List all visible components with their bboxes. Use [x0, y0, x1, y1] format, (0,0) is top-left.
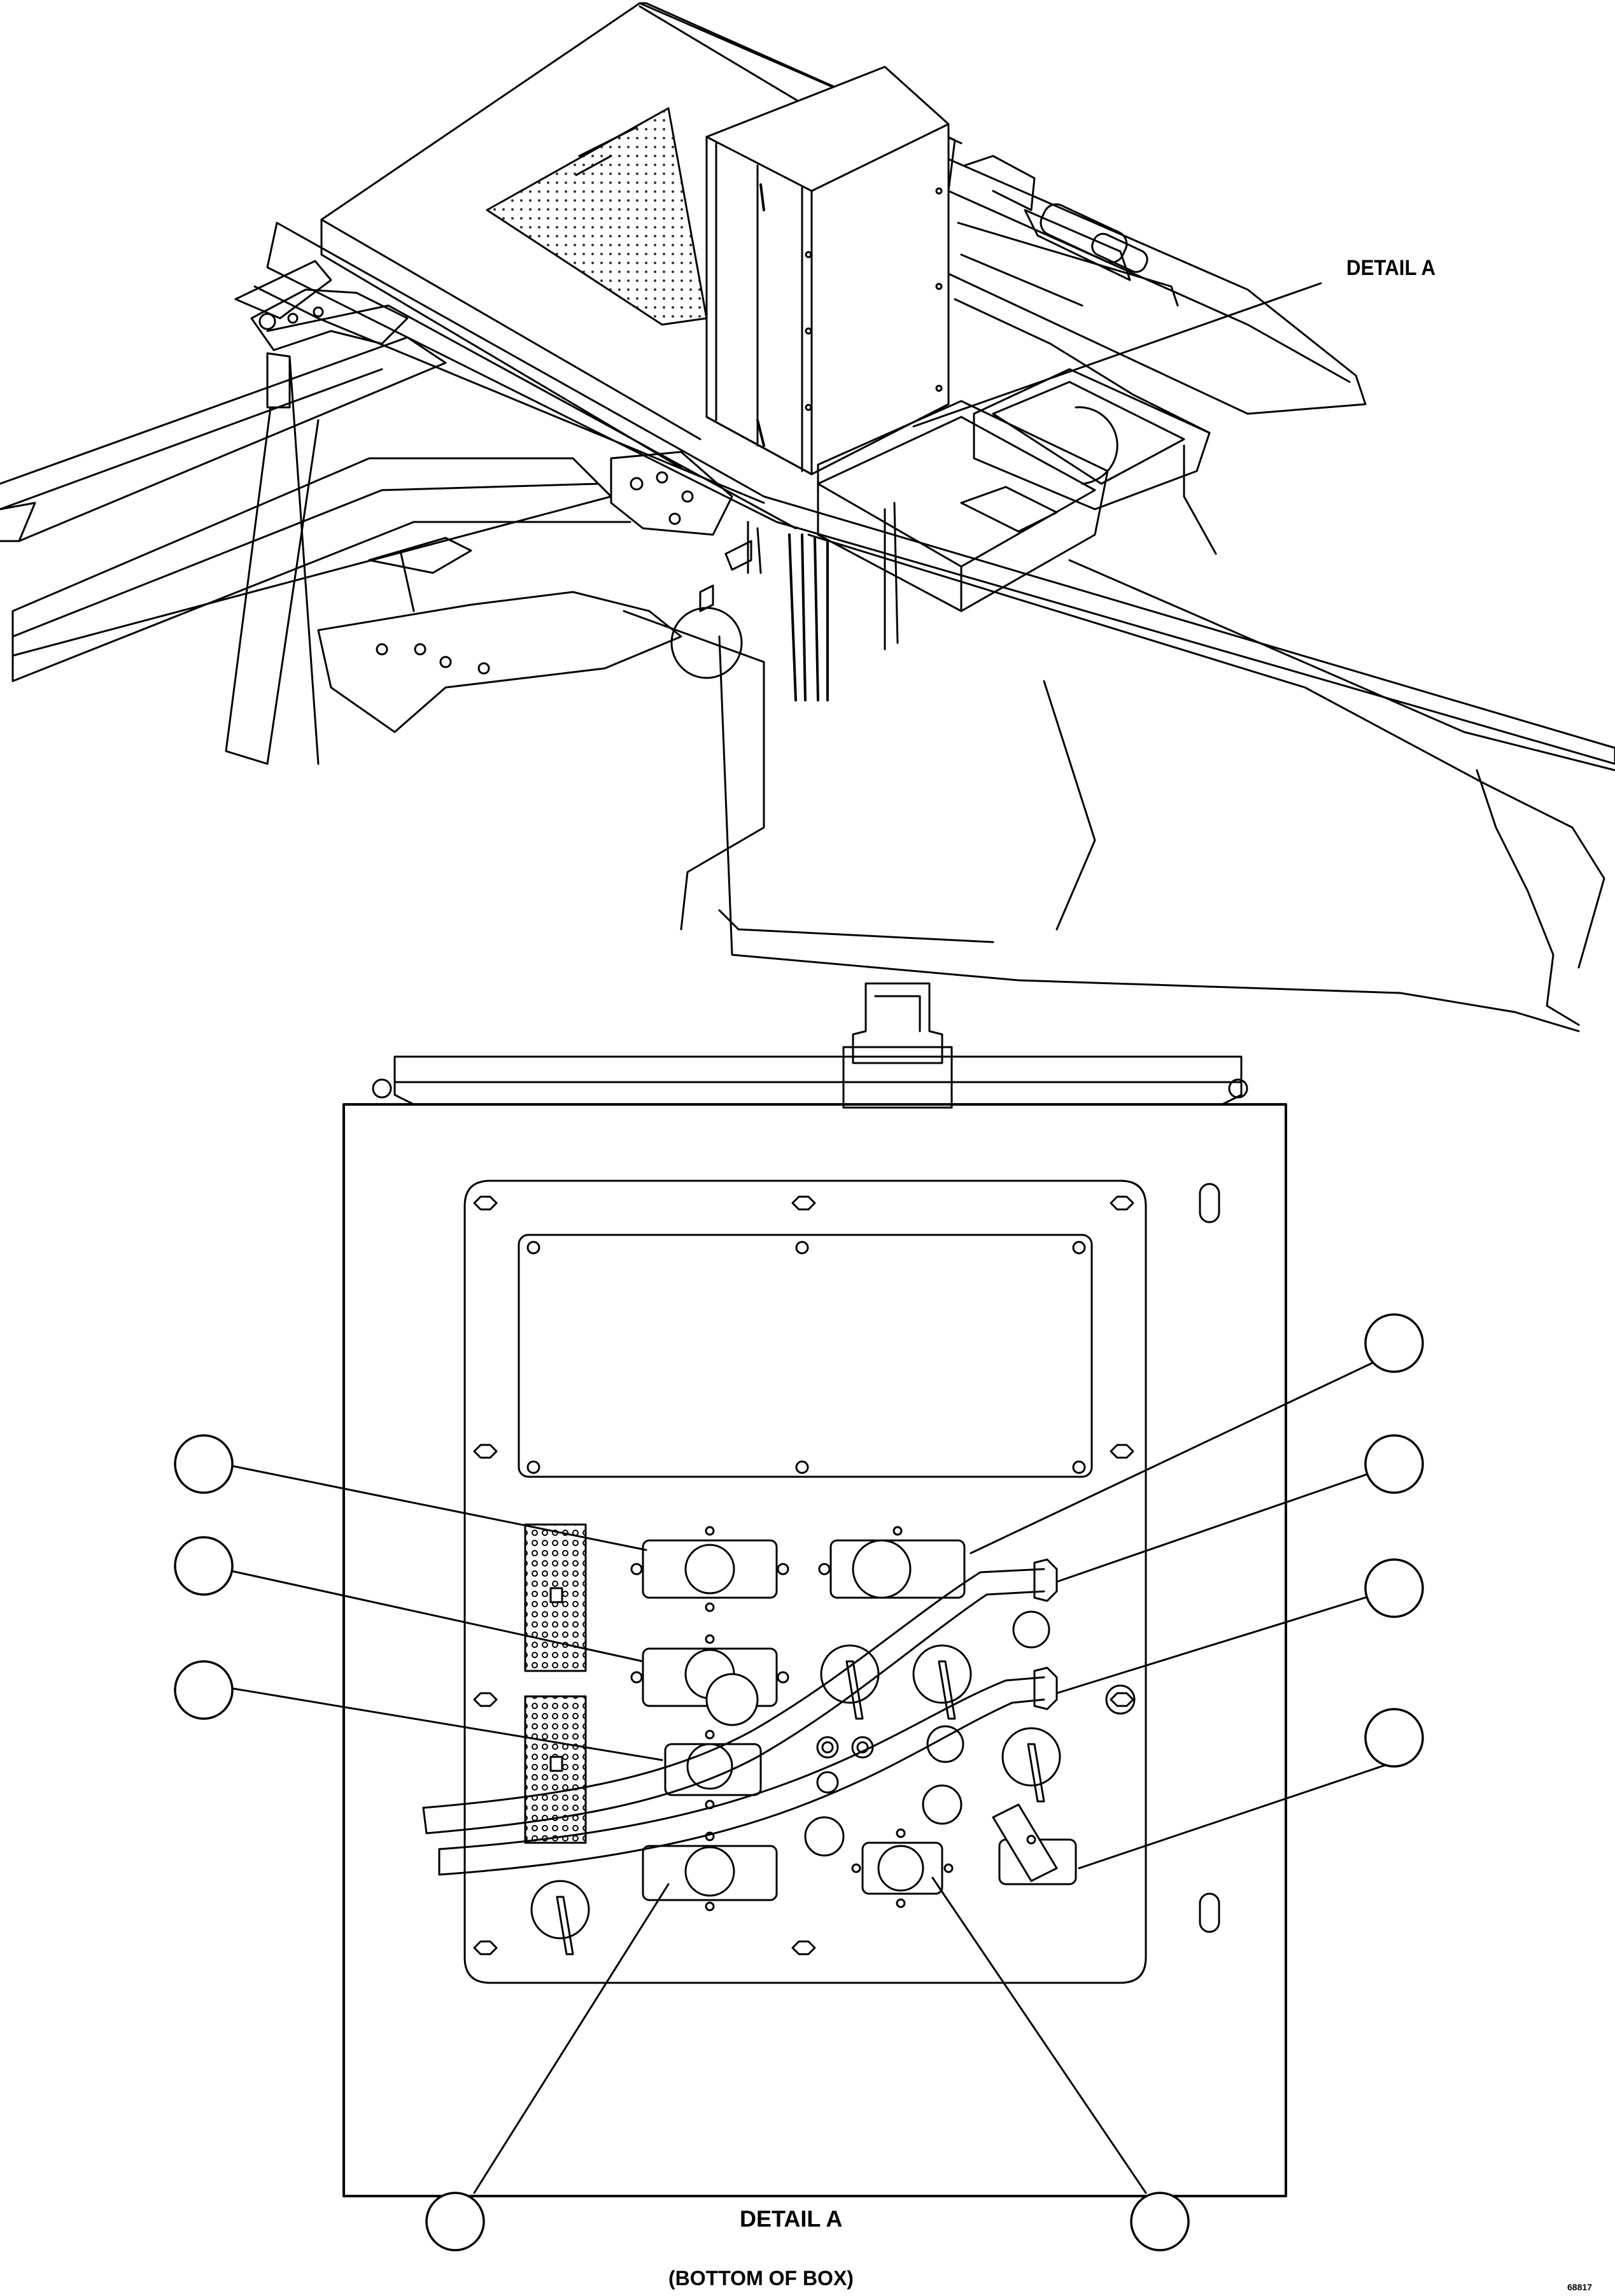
balloon-upper-right-3: [1364, 1558, 1424, 1618]
frame-rail-right: [947, 158, 1367, 415]
cables: [788, 533, 829, 701]
detail-a-view: [174, 982, 1424, 2251]
plug-hole-2: [1105, 1684, 1136, 1715]
lower-plate: [317, 591, 682, 733]
electrical-box: [705, 66, 950, 475]
top-bracket: [852, 982, 943, 1064]
switch-3: [1001, 1727, 1061, 1803]
balloon-upper-right-4: [1364, 1708, 1424, 1768]
switch-2: [912, 1644, 972, 1720]
detail-a-leader: [912, 282, 1322, 428]
bracket-box: [973, 368, 1211, 511]
connector-block-upper: [524, 1523, 587, 1672]
mounting-plate-outline: [463, 1180, 1147, 1984]
i-beam: [11, 457, 612, 657]
balloon-upper-right-1: [1364, 1313, 1424, 1373]
fender: [623, 610, 765, 931]
switch-4: [530, 1880, 590, 1955]
hoses: [422, 1558, 1058, 1876]
plug-hole-1: [1012, 1610, 1050, 1649]
receptacle-6: [851, 1828, 954, 1908]
balloon-leaders: [222, 1351, 1395, 2194]
balloon-left-1: [174, 1434, 234, 1494]
balloon-bottom-left: [425, 2192, 485, 2251]
receptacle-7: [992, 1803, 1077, 1885]
figure-code: 68817: [1567, 2282, 1592, 2292]
receptacle-1: [630, 1526, 789, 1612]
balloon-upper-right-2: [1364, 1434, 1424, 1494]
receptacle-5: [642, 1831, 778, 1912]
receptacle-3: [630, 1634, 789, 1726]
box-outline: [342, 1103, 1287, 2197]
hinge-bracket: [250, 288, 409, 351]
tray: [817, 400, 1109, 612]
left-frame: [253, 285, 765, 504]
leg-left: [225, 406, 320, 765]
balloon-left-3: [174, 1660, 234, 1720]
detail-a-title: DETAIL A: [740, 2206, 842, 2232]
isometric-view: [0, 2, 1615, 1032]
perforated-panel: [486, 107, 708, 326]
balloons: [174, 1313, 1424, 2251]
plug-hole-3: [926, 1725, 964, 1763]
hex-bolts: [473, 1195, 1134, 1955]
tube-left: [0, 336, 447, 542]
detail-a-callout-label: DETAIL A: [1346, 255, 1435, 280]
plug-hole-4: [922, 1784, 963, 1825]
detail-a-subtitle: (BOTTOM OF BOX): [668, 2267, 854, 2290]
receptacle-2: [818, 1526, 966, 1599]
lid-edge: [393, 1055, 1243, 1106]
main-beam: [266, 222, 1615, 765]
balloon-bottom-right: [1130, 2192, 1190, 2251]
mount-plate: [610, 451, 733, 536]
balloon-left-2: [174, 1536, 234, 1596]
plug-hole-5: [804, 1816, 845, 1857]
access-window: [518, 1234, 1093, 1478]
